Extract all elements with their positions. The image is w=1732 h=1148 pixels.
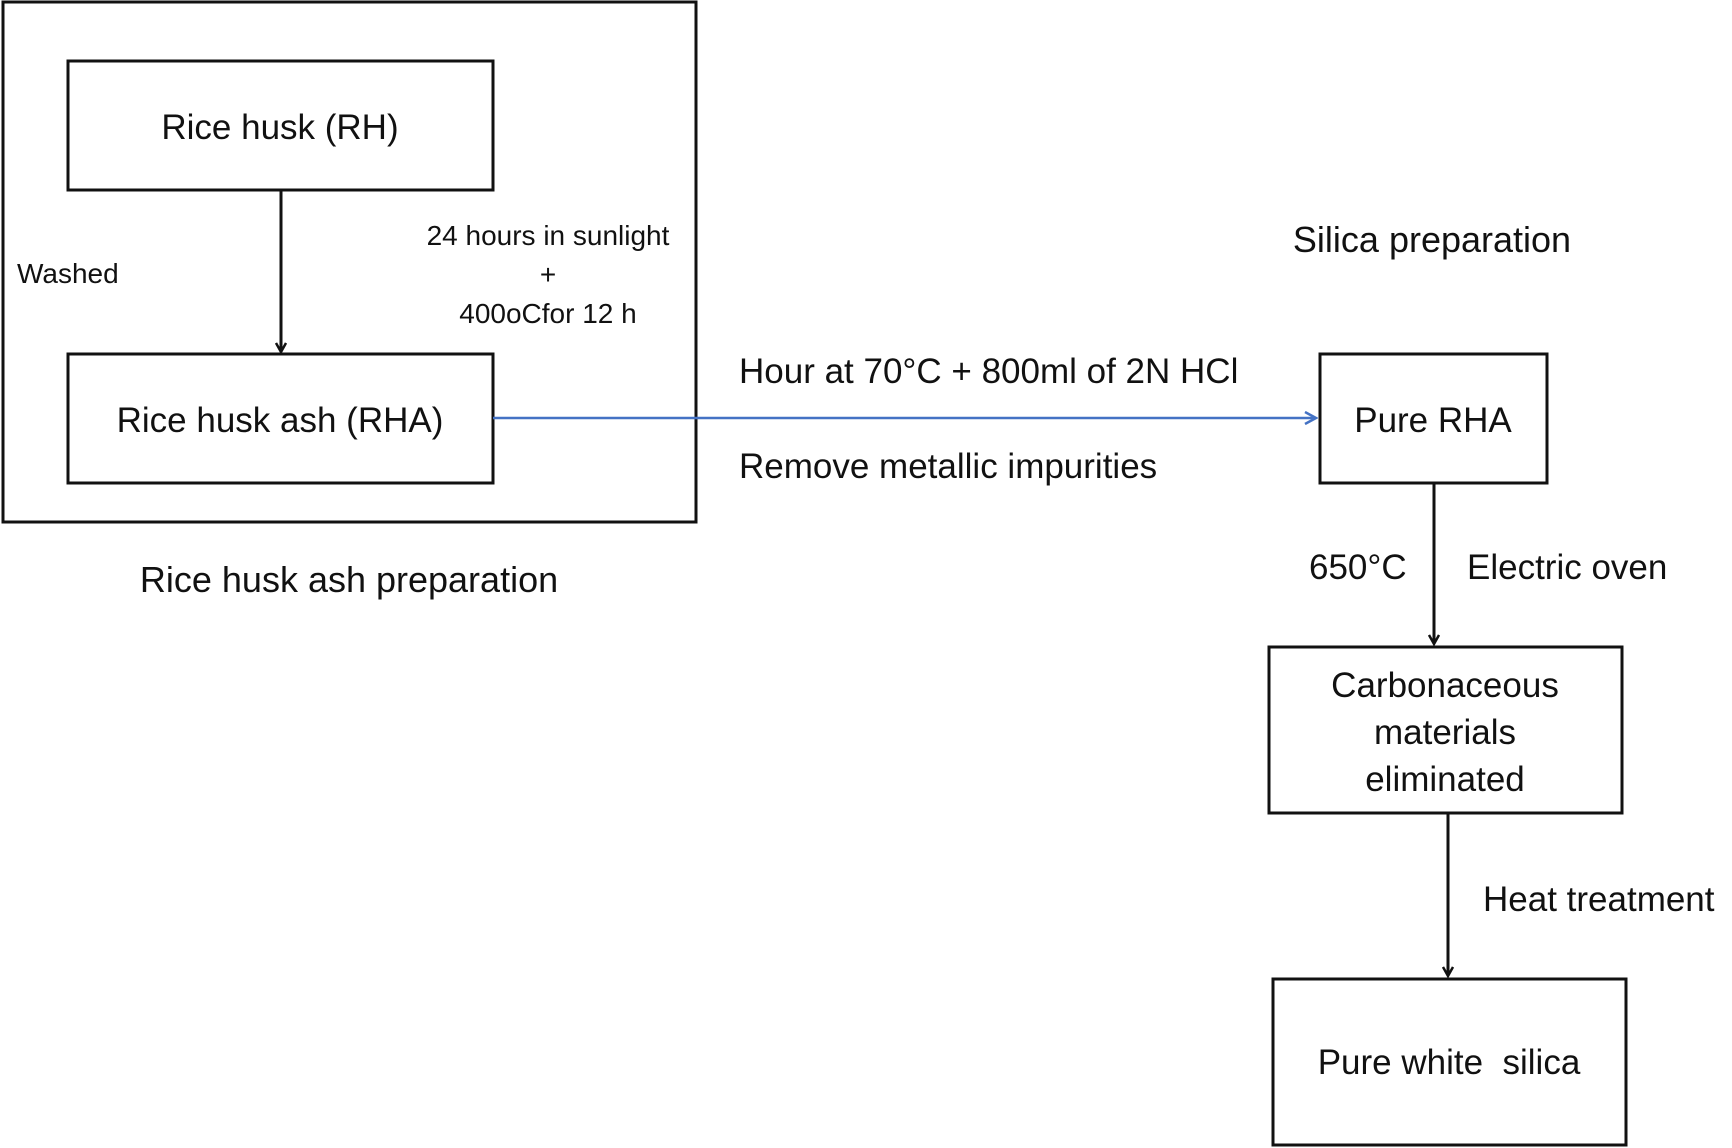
- carbonaceous-line-1: Carbonaceous: [1331, 666, 1559, 705]
- pure-white-silica-box: [1271, 977, 1628, 1147]
- rice-husk-ash-label: Rice husk ash (RHA): [117, 401, 444, 440]
- carbonaceous-line-2: materials: [1374, 713, 1516, 752]
- sunlight-line-3: 400oCfor 12 h: [459, 298, 636, 329]
- rha-preparation-group: [1, 0, 698, 524]
- carbonaceous-line-3: eliminated: [1365, 760, 1525, 799]
- rice-husk-ash-box: [66, 352, 495, 485]
- pure-rha-box: [1318, 352, 1549, 485]
- pure-white-silica-label: Pure white silica: [1318, 1043, 1581, 1082]
- pure-rha-label: Pure RHA: [1354, 401, 1512, 440]
- temperature-650-label: 650°C: [1309, 548, 1407, 587]
- carbonaceous-box: [1267, 645, 1624, 815]
- sunlight-line-1: 24 hours in sunlight: [427, 220, 670, 251]
- remove-impurities-label: Remove metallic impurities: [739, 447, 1157, 486]
- acid-treatment-label: Hour at 70°C + 800ml of 2N HCl: [739, 352, 1238, 391]
- heat-treatment-label: Heat treatment: [1483, 880, 1715, 919]
- rice-husk-label: Rice husk (RH): [161, 108, 398, 147]
- rha-preparation-title: Rice husk ash preparation: [140, 559, 558, 600]
- electric-oven-label: Electric oven: [1467, 548, 1667, 587]
- washed-label: Washed: [17, 258, 119, 289]
- silica-preparation-title: Silica preparation: [1293, 219, 1571, 260]
- sunlight-line-2: +: [540, 259, 556, 290]
